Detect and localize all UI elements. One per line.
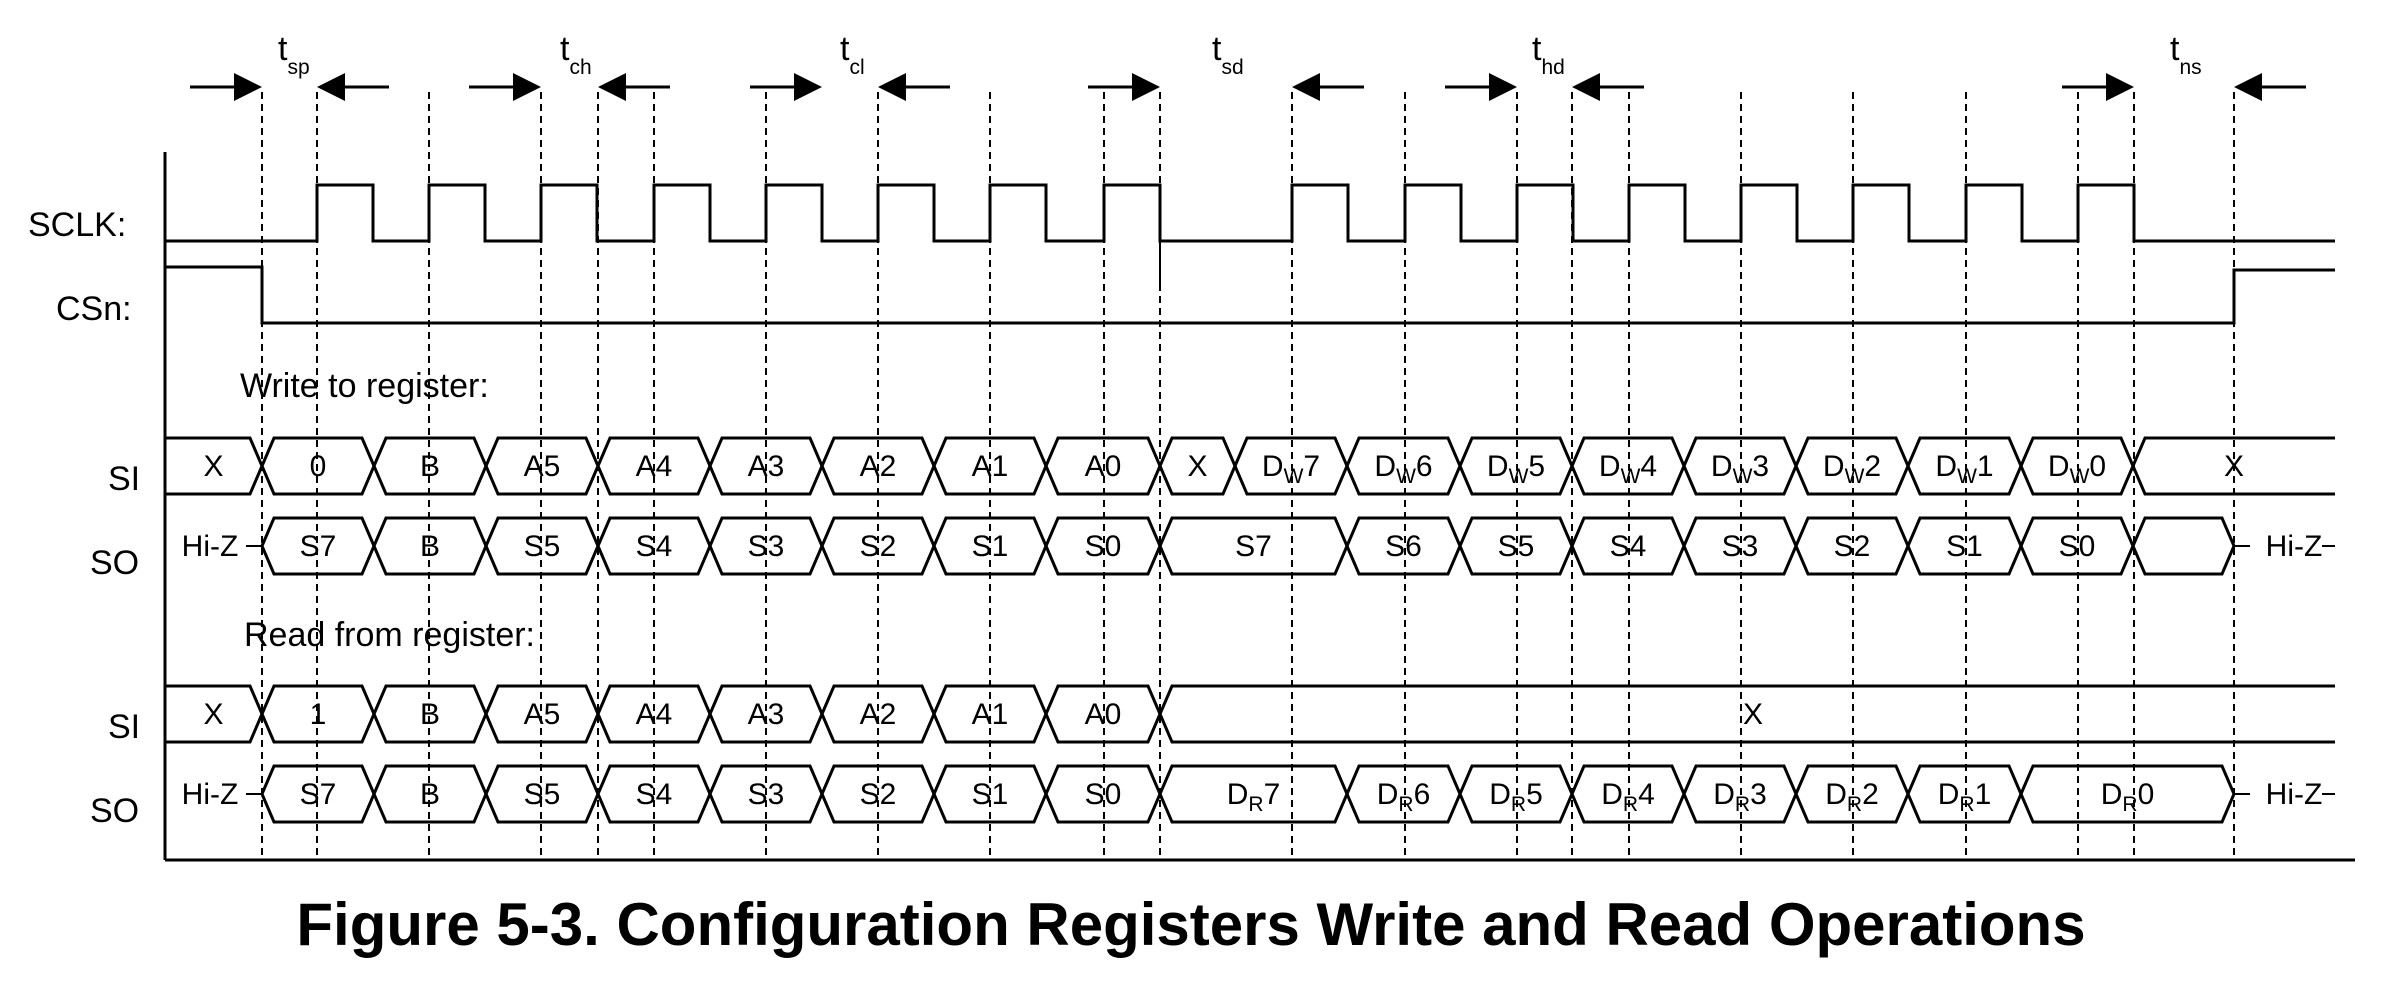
- read-so-cell: S5: [524, 778, 561, 811]
- read-si-cell: A2: [860, 698, 897, 731]
- read-so-cell: DR1: [1938, 778, 1992, 816]
- write-so-cell: S0: [1085, 530, 1122, 563]
- read-so-cell: DR7: [1227, 778, 1281, 816]
- read-si-label: SI: [108, 708, 140, 746]
- read-si-segment: [1158, 684, 2335, 744]
- write-so-cell: S1: [972, 530, 1009, 563]
- read-si-cell: 1: [310, 698, 327, 731]
- read-so-cell: S2: [860, 778, 897, 811]
- read-so-cell: S3: [748, 778, 785, 811]
- write-si-cell: A0: [1085, 450, 1122, 483]
- write-si-cell: DW2: [1823, 450, 1881, 488]
- timing-label-sd: tsd: [1212, 30, 1244, 79]
- write-si-cell: 0: [310, 450, 327, 483]
- read-so-cell: S7: [300, 778, 337, 811]
- arrow-right-icon: [234, 73, 262, 101]
- read-so-cell: S1: [972, 778, 1009, 811]
- arrow-left-icon: [1292, 73, 1320, 101]
- write-si-cell: A1: [972, 450, 1009, 483]
- write-so-cell: S0: [2059, 530, 2096, 563]
- read-si-cell: A5: [524, 698, 561, 731]
- write-so-cell: S1: [1946, 530, 1983, 563]
- timing-label-ns: tns: [2170, 30, 2202, 79]
- write-si-cell: X: [1187, 450, 1207, 483]
- timing-label-hd: thd: [1532, 30, 1565, 79]
- read-so-cell: DR3: [1713, 778, 1767, 816]
- read-si-cell: X: [1743, 698, 1763, 731]
- timing-label-cl: tcl: [840, 30, 865, 79]
- arrow-left-icon: [598, 73, 626, 101]
- hiz-label: Hi-Z: [2266, 778, 2323, 811]
- write-si-cell: DW6: [1374, 450, 1432, 488]
- csn-waveform: [165, 265, 2335, 325]
- read-so-cell: S0: [1085, 778, 1122, 811]
- arrow-right-icon: [513, 73, 541, 101]
- write-si-cell: A3: [748, 450, 785, 483]
- arrow-right-icon: [1132, 73, 1160, 101]
- read-so-label: SO: [90, 792, 139, 830]
- read-si-cell: A4: [636, 698, 673, 731]
- write-si-cell: X: [203, 450, 223, 483]
- csn-label: CSn:: [56, 290, 132, 328]
- hiz-label: Hi-Z: [182, 778, 239, 811]
- write-so-segment: [2131, 516, 2236, 576]
- figure-caption: Figure 5-3. Configuration Registers Writ…: [296, 891, 2086, 958]
- read-so-cell: S4: [636, 778, 673, 811]
- write-so-cell: S6: [1385, 530, 1422, 563]
- read-si-cell: A3: [748, 698, 785, 731]
- read-so-cell: DR2: [1825, 778, 1879, 816]
- read-si-cell: A1: [972, 698, 1009, 731]
- write-so-cell: S3: [748, 530, 785, 563]
- write-si-cell: X: [2224, 450, 2244, 483]
- read-so-cell: B: [420, 778, 440, 811]
- write-so-cell: S5: [1498, 530, 1535, 563]
- read-so-cell: DR0: [2101, 778, 2155, 816]
- hiz-label: Hi-Z: [2266, 530, 2323, 563]
- write-so-cell: S4: [636, 530, 673, 563]
- write-so-cell: B: [420, 530, 440, 563]
- write-section-label: Write to register:: [240, 367, 489, 405]
- write-so-label: SO: [90, 544, 139, 582]
- write-so-cell: S2: [860, 530, 897, 563]
- write-so-cell: S3: [1722, 530, 1759, 563]
- read-si-cell: X: [203, 698, 223, 731]
- timing-label-sp: tsp: [278, 30, 310, 79]
- write-si-cell: A2: [860, 450, 897, 483]
- arrow-right-icon: [1489, 73, 1517, 101]
- arrow-right-icon: [794, 73, 822, 101]
- read-section-label: Read from register:: [244, 616, 535, 654]
- write-si-cell: A4: [636, 450, 673, 483]
- arrow-right-icon: [2106, 73, 2134, 101]
- arrow-left-icon: [878, 73, 906, 101]
- sclk-label: SCLK:: [28, 206, 126, 244]
- write-si-cell: DW1: [1935, 450, 1993, 488]
- write-so-cell: S7: [1235, 530, 1272, 563]
- read-si-cell: A0: [1085, 698, 1122, 731]
- arrow-left-icon: [1572, 73, 1600, 101]
- write-si-cell: DW7: [1262, 450, 1320, 488]
- read-so-cell: DR6: [1377, 778, 1431, 816]
- read-so-cell: DR5: [1489, 778, 1543, 816]
- hiz-label: Hi-Z: [182, 530, 239, 563]
- write-si-cell: DW0: [2048, 450, 2106, 488]
- arrow-left-icon: [2234, 73, 2262, 101]
- read-so-cell: DR4: [1601, 778, 1655, 816]
- sclk-waveform: [165, 183, 2335, 243]
- read-si-cell: B: [420, 698, 440, 731]
- write-so-cell: S5: [524, 530, 561, 563]
- write-so-cell: S7: [300, 530, 337, 563]
- write-so-cell: S2: [1834, 530, 1871, 563]
- write-si-label: SI: [108, 460, 140, 498]
- write-si-cell: DW4: [1599, 450, 1657, 488]
- timing-label-ch: tch: [560, 30, 592, 79]
- write-so-cell: S4: [1610, 530, 1647, 563]
- write-si-cell: A5: [524, 450, 561, 483]
- write-si-cell: B: [420, 450, 440, 483]
- write-si-cell: DW3: [1711, 450, 1769, 488]
- write-si-cell: DW5: [1487, 450, 1545, 488]
- arrow-left-icon: [317, 73, 345, 101]
